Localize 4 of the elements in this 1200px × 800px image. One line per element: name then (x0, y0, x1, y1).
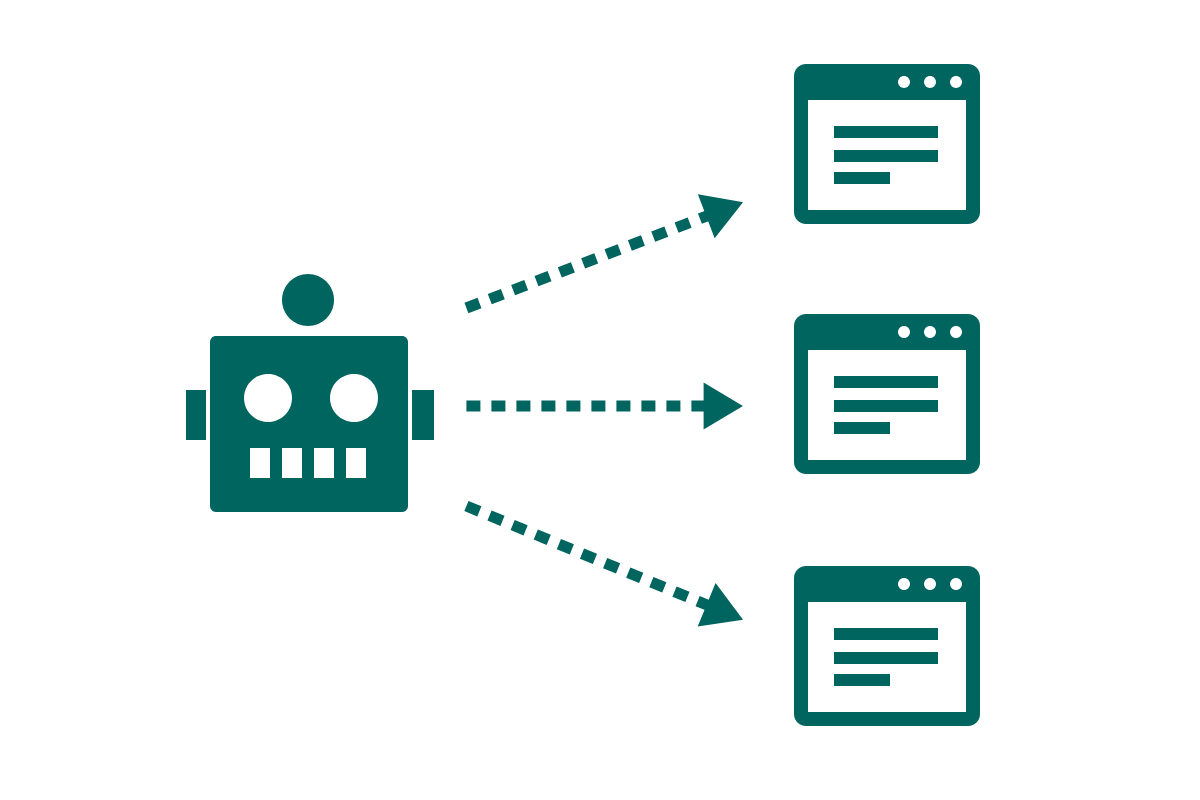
browser-window-icon (794, 314, 980, 474)
browser-window-icon (794, 64, 980, 224)
browser-window-icon (794, 566, 980, 726)
robot-icon (186, 274, 434, 512)
